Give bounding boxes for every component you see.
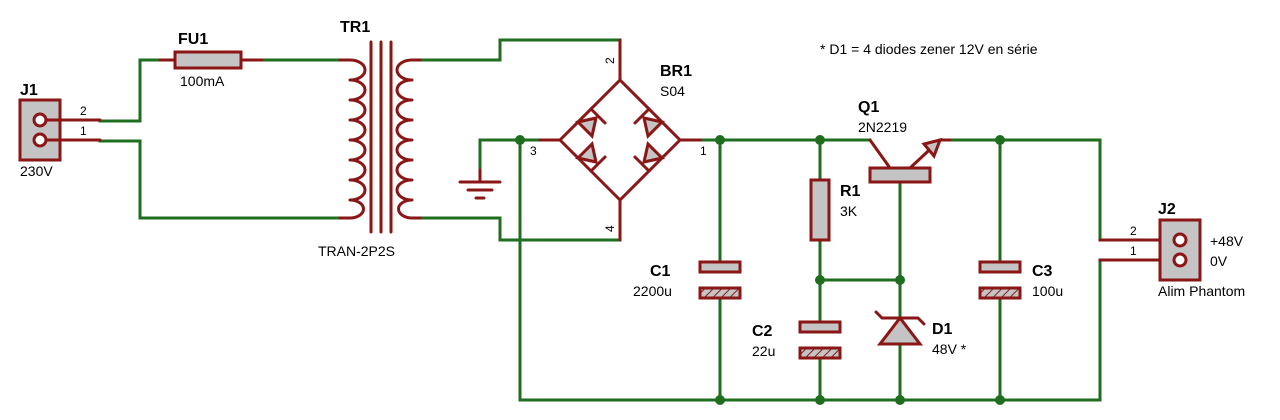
r1-ref: R1 xyxy=(840,183,861,200)
junction-dot xyxy=(895,275,905,285)
junction-dot xyxy=(995,135,1005,145)
j2-value-0v: 0V xyxy=(1210,253,1228,269)
j2-pin-1: 1 xyxy=(1130,244,1137,258)
j2-pin-2: 2 xyxy=(1130,224,1137,238)
transformer-tr1[interactable]: TR1 TRAN-2P2S xyxy=(318,19,422,259)
c2-value: 22u xyxy=(752,343,775,359)
j1-pin-2: 2 xyxy=(80,104,87,118)
fu1-value: 100mA xyxy=(180,73,225,89)
connector-j2[interactable]: J2 +48V 0V Alim Phantom 2 1 xyxy=(1098,201,1245,299)
tr1-value: TRAN-2P2S xyxy=(318,243,395,259)
d1-ref: D1 xyxy=(932,321,953,338)
tr1-ref: TR1 xyxy=(340,19,370,36)
design-note: * D1 = 4 diodes zener 12V en série xyxy=(820,41,1038,57)
br1-pin-3: 3 xyxy=(530,144,537,158)
fu1-ref: FU1 xyxy=(178,31,208,48)
junction-dot xyxy=(995,395,1005,405)
junction-dot xyxy=(895,395,905,405)
j2-label: Alim Phantom xyxy=(1158,283,1245,299)
junction-dot xyxy=(715,135,725,145)
c1-ref: C1 xyxy=(650,263,671,280)
j1-ref: J1 xyxy=(20,82,38,99)
zener-diode-d1[interactable]: D1 48V * xyxy=(874,310,967,357)
connector-j1[interactable]: J1 230V 2 1 xyxy=(18,82,102,179)
j1-pin-1: 1 xyxy=(80,124,87,138)
junction-dot xyxy=(815,395,825,405)
j2-value-plus48v: +48V xyxy=(1210,233,1244,249)
br1-pin-2: 2 xyxy=(603,57,617,64)
junction-dot xyxy=(715,395,725,405)
br1-pin-1: 1 xyxy=(700,144,707,158)
junction-dot xyxy=(515,135,525,145)
junction-dot xyxy=(815,135,825,145)
br1-pin-4: 4 xyxy=(603,225,617,232)
capacitor-c1[interactable]: C1 2200u xyxy=(633,260,742,300)
fuse-fu1[interactable]: FU1 100mA xyxy=(158,31,264,89)
c1-value: 2200u xyxy=(633,283,672,299)
resistor-r1[interactable]: R1 3K xyxy=(809,178,861,242)
br1-value: S04 xyxy=(660,83,685,99)
c3-value: 100u xyxy=(1032,283,1063,299)
junctions xyxy=(515,135,1005,405)
q1-ref: Q1 xyxy=(858,99,879,116)
wires xyxy=(98,38,1162,402)
ground-symbol xyxy=(458,168,502,200)
j2-ref: J2 xyxy=(1158,201,1176,218)
c3-ref: C3 xyxy=(1032,263,1053,280)
j1-value: 230V xyxy=(20,163,53,179)
bridge-rectifier-br1[interactable]: BR1 S04 2 3 1 4 xyxy=(530,38,707,242)
q1-value: 2N2219 xyxy=(858,119,907,135)
r1-value: 3K xyxy=(840,203,858,219)
transistor-q1[interactable]: Q1 2N2219 xyxy=(858,99,952,184)
capacitor-c2[interactable]: C2 22u xyxy=(752,320,842,360)
br1-ref: BR1 xyxy=(660,63,692,80)
c2-ref: C2 xyxy=(752,323,773,340)
d1-value: 48V * xyxy=(932,341,967,357)
capacitor-c3[interactable]: C3 100u xyxy=(978,260,1063,300)
junction-dot xyxy=(815,275,825,285)
